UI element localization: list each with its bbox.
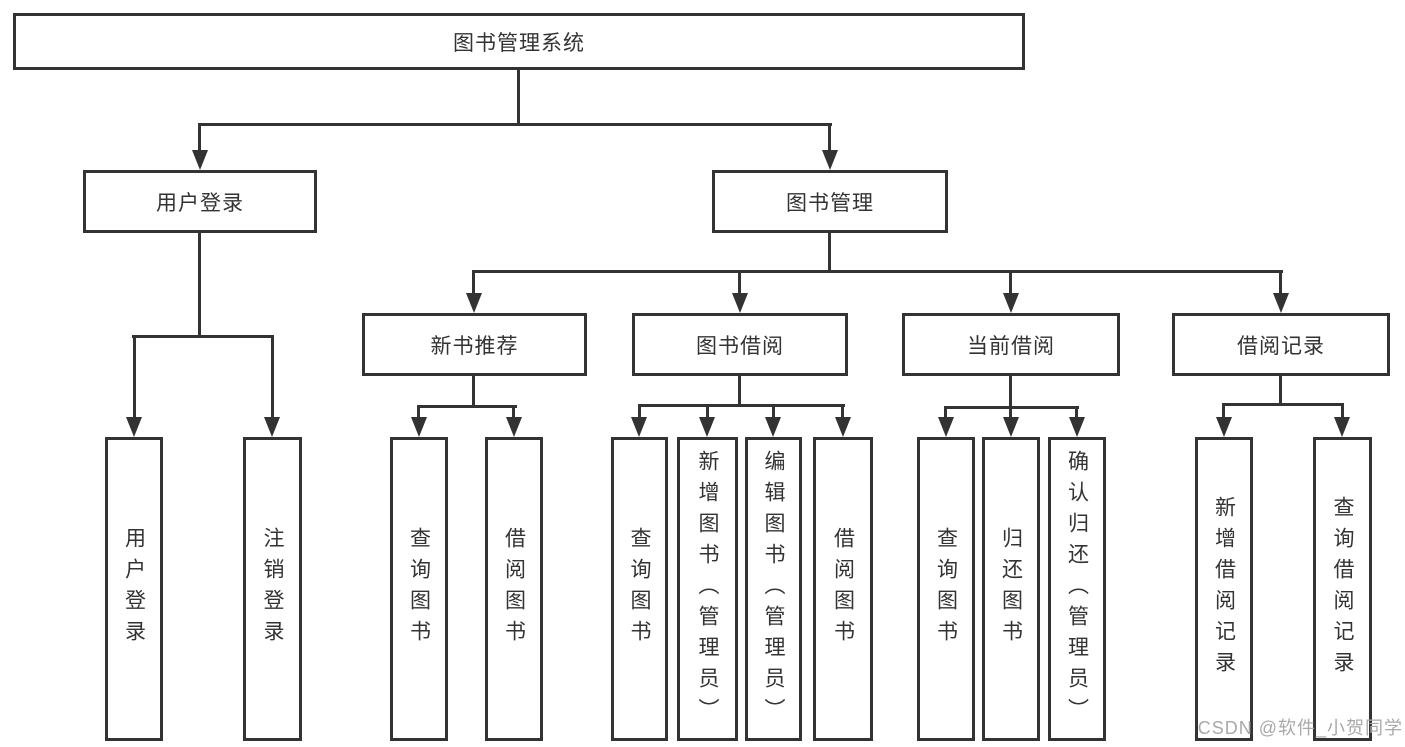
node-label: 图书管理系统 bbox=[453, 31, 585, 55]
leaf-br-query-record: 查询借阅记录 bbox=[1313, 437, 1372, 741]
arrowhead-cb-confirm-icon bbox=[1069, 417, 1085, 437]
connector-book-mgmt-vertical bbox=[828, 231, 831, 273]
connector-book-mgmt-shaft bbox=[828, 123, 831, 153]
leaf-label: 借阅图书 bbox=[831, 527, 855, 651]
arrowhead-leaf-login-icon bbox=[126, 417, 142, 437]
arrowhead-book-borrow-icon bbox=[732, 293, 748, 313]
node-current-borrowing: 当前借阅 bbox=[902, 313, 1120, 376]
leaf-label: 查询图书 bbox=[628, 527, 651, 651]
connector-cb-return-shaft bbox=[1009, 406, 1012, 419]
connector-book-borrow-shaft bbox=[738, 270, 741, 296]
leaf-label: 用户登录 bbox=[122, 527, 146, 651]
arrowhead-bb-borrow-icon bbox=[835, 417, 851, 437]
arrowhead-current-borrow-icon bbox=[1003, 293, 1019, 313]
node-label: 借阅记录 bbox=[1237, 334, 1325, 358]
arrowhead-bb-query-icon bbox=[631, 417, 647, 437]
connector-root-vertical bbox=[517, 68, 520, 126]
leaf-user-login: 用户登录 bbox=[105, 437, 163, 741]
connector-bb-query-shaft bbox=[638, 404, 641, 419]
leaf-cb-return-books: 归还图书 bbox=[982, 437, 1040, 741]
connector-br-add-shaft bbox=[1222, 403, 1225, 419]
connector-borrow-records-shaft bbox=[1279, 270, 1282, 296]
node-label: 用户登录 bbox=[156, 191, 244, 215]
arrowhead-nb-query-icon bbox=[411, 417, 427, 437]
leaf-bb-add-books-admin: 新增图书（管理员） bbox=[677, 437, 738, 741]
connector-bb-add-shaft bbox=[706, 404, 709, 419]
connector-bb-borrow-shaft bbox=[841, 404, 844, 419]
leaf-label: 查询图书 bbox=[934, 527, 958, 651]
leaf-bb-query-books: 查询图书 bbox=[611, 437, 668, 741]
connector-nb-query-shaft bbox=[417, 405, 420, 419]
arrowhead-cb-query-icon bbox=[938, 417, 954, 437]
connector-leaf-logout-shaft bbox=[271, 335, 274, 419]
leaf-label: 查询借阅记录 bbox=[1331, 496, 1354, 682]
arrowhead-leaf-logout-icon bbox=[264, 417, 280, 437]
csdn-watermark: CSDN @软件_小贺同学 bbox=[1197, 718, 1403, 738]
arrowhead-br-query-icon bbox=[1334, 417, 1350, 437]
arrowhead-book-mgmt-icon bbox=[822, 150, 838, 170]
leaf-label: 归还图书 bbox=[999, 527, 1023, 651]
node-borrowing-records: 借阅记录 bbox=[1172, 313, 1390, 376]
leaf-cb-query-books: 查询图书 bbox=[917, 437, 975, 741]
leaf-nb-query-books: 查询图书 bbox=[390, 437, 448, 741]
connector-leaf-login-shaft bbox=[133, 335, 136, 419]
leaf-label: 新增借阅记录 bbox=[1212, 496, 1236, 682]
arrowhead-br-add-icon bbox=[1216, 417, 1232, 437]
leaf-bb-borrow-books: 借阅图书 bbox=[813, 437, 873, 741]
leaf-logout: 注销登录 bbox=[243, 437, 302, 741]
node-book-management: 图书管理 bbox=[712, 170, 948, 233]
connector-user-login-shaft bbox=[198, 123, 201, 153]
leaf-nb-borrow-books: 借阅图书 bbox=[485, 437, 543, 741]
leaf-label: 编辑图书（管理员） bbox=[762, 449, 785, 729]
arrowhead-borrow-records-icon bbox=[1273, 293, 1289, 313]
leaf-br-add-record: 新增借阅记录 bbox=[1195, 437, 1253, 741]
connector-new-book-shaft bbox=[472, 270, 475, 296]
connector-borrow-records-vertical bbox=[1279, 374, 1282, 406]
arrowhead-bb-edit-icon bbox=[765, 417, 781, 437]
node-user-login: 用户登录 bbox=[83, 170, 317, 233]
connector-root-horizontal bbox=[198, 123, 832, 126]
arrowhead-bb-add-icon bbox=[699, 417, 715, 437]
connector-user-login-horizontal bbox=[132, 335, 274, 338]
connector-br-query-shaft bbox=[1341, 403, 1344, 419]
arrowhead-new-book-icon bbox=[466, 293, 482, 313]
connector-cb-query-shaft bbox=[944, 406, 947, 419]
arrowhead-user-login-icon bbox=[192, 150, 208, 170]
node-library-management-system: 图书管理系统 bbox=[13, 13, 1025, 70]
node-book-borrowing: 图书借阅 bbox=[632, 313, 848, 376]
leaf-label: 查询图书 bbox=[407, 527, 431, 651]
leaf-label: 确认归还（管理员） bbox=[1065, 449, 1089, 729]
connector-cb-confirm-shaft bbox=[1075, 406, 1078, 419]
connector-new-book-vertical bbox=[472, 374, 475, 408]
node-label: 图书管理 bbox=[786, 191, 874, 215]
node-label: 当前借阅 bbox=[967, 334, 1055, 358]
leaf-bb-edit-books-admin: 编辑图书（管理员） bbox=[745, 437, 802, 741]
connector-borrow-records-horizontal bbox=[1222, 403, 1344, 406]
leaf-cb-confirm-return-admin: 确认归还（管理员） bbox=[1048, 437, 1106, 741]
connector-nb-borrow-shaft bbox=[512, 405, 515, 419]
connector-book-mgmt-horizontal bbox=[472, 270, 1283, 273]
connector-current-borrow-vertical bbox=[1009, 374, 1012, 409]
leaf-label: 借阅图书 bbox=[502, 527, 526, 651]
connector-new-book-horizontal bbox=[417, 405, 517, 408]
node-label: 新书推荐 bbox=[430, 334, 519, 358]
node-new-book-recommend: 新书推荐 bbox=[362, 313, 587, 376]
connector-book-borrow-vertical bbox=[738, 374, 741, 407]
leaf-label: 注销登录 bbox=[261, 527, 284, 651]
connector-user-login-vertical bbox=[198, 231, 201, 338]
leaf-label: 新增图书（管理员） bbox=[696, 449, 719, 729]
arrowhead-cb-return-icon bbox=[1003, 417, 1019, 437]
arrowhead-nb-borrow-icon bbox=[506, 417, 522, 437]
node-label: 图书借阅 bbox=[696, 334, 784, 358]
connector-current-borrow-shaft bbox=[1009, 270, 1012, 296]
connector-bb-edit-shaft bbox=[772, 404, 775, 419]
connector-book-borrow-horizontal bbox=[638, 404, 845, 407]
